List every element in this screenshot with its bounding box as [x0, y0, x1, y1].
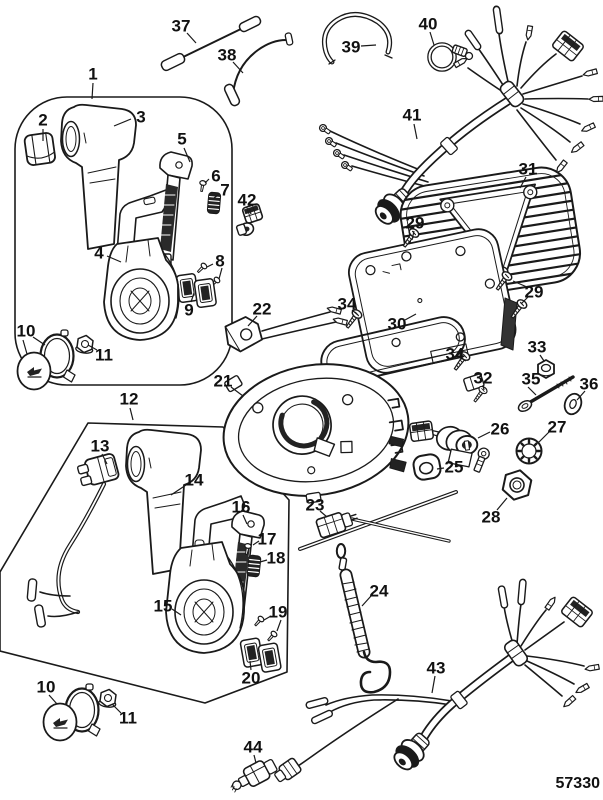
callout-18: 18 — [266, 548, 286, 568]
switch-22 — [224, 305, 348, 353]
callout-15: 15 — [153, 596, 173, 616]
screw-19a — [252, 614, 266, 629]
callout-3: 3 — [136, 107, 146, 127]
screw-19b — [265, 629, 279, 644]
callout-41: 41 — [402, 105, 422, 125]
callout-44: 44 — [243, 737, 263, 757]
callout-43: 43 — [426, 658, 446, 678]
ignition-switch-26 — [408, 420, 490, 473]
callout-11: 11 — [95, 345, 113, 365]
star-washer-27 — [515, 437, 543, 465]
cable-38 — [223, 32, 294, 107]
callout-26: 26 — [490, 419, 510, 439]
callout-34: 34 — [445, 344, 465, 364]
sensor-44 — [230, 758, 278, 793]
callout-10: 10 — [16, 321, 36, 341]
nut-11b — [97, 687, 119, 709]
switch-9b — [193, 277, 218, 309]
wiring-harness-41 — [317, 5, 603, 231]
callout-4: 4 — [94, 243, 104, 263]
callout-33: 33 — [527, 337, 547, 357]
nut-33 — [537, 359, 555, 379]
callout-36: 36 — [579, 374, 599, 394]
callout-6: 6 — [211, 166, 221, 186]
group-1-boundary — [14, 96, 233, 386]
cable-37 — [160, 15, 262, 72]
callout-24: 24 — [369, 581, 389, 601]
callout-34: 34 — [337, 294, 357, 314]
callout-35: 35 — [521, 369, 541, 389]
callout-12: 12 — [119, 389, 139, 409]
cap-disc-10b — [42, 702, 78, 742]
callout-8: 8 — [215, 251, 225, 271]
callout-13: 13 — [90, 436, 110, 456]
callout-42: 42 — [237, 190, 257, 210]
knob-2 — [23, 132, 56, 166]
callout-25: 25 — [444, 457, 464, 477]
cover-15 — [165, 541, 245, 654]
nut-11a — [74, 333, 96, 355]
callout-14: 14 — [184, 470, 204, 490]
rear-plate-edge — [500, 297, 518, 351]
callout-23: 23 — [305, 495, 325, 515]
callout-9: 9 — [184, 300, 194, 320]
lanyard-24 — [335, 543, 392, 694]
connector-23 — [315, 512, 358, 539]
switch-20b — [257, 641, 283, 674]
callout-32: 32 — [473, 368, 493, 388]
rear-plate — [348, 228, 517, 374]
callout-16: 16 — [231, 497, 251, 517]
nut-28 — [501, 469, 533, 501]
callout-19: 19 — [268, 602, 288, 622]
callout-17: 17 — [257, 529, 277, 549]
clamp-40 — [427, 42, 474, 72]
callout-22: 22 — [252, 299, 272, 319]
callout-10: 10 — [36, 677, 56, 697]
callout-29: 29 — [524, 282, 544, 302]
washer-36 — [563, 392, 583, 416]
callout-40: 40 — [418, 14, 438, 34]
screw-8a — [195, 261, 209, 275]
callout-31: 31 — [518, 159, 538, 179]
callout-29: 29 — [405, 213, 425, 233]
callout-37: 37 — [171, 16, 191, 36]
callout-27: 27 — [547, 417, 567, 437]
callout-5: 5 — [177, 129, 187, 149]
grommet-25 — [412, 453, 442, 481]
callout-7: 7 — [220, 180, 230, 200]
cap-disc-10a — [16, 351, 52, 391]
drawing-number: 57330 — [555, 775, 601, 792]
wiring-harness-43 — [274, 578, 600, 783]
spring-7 — [206, 191, 222, 215]
cable-loop-39 — [321, 12, 393, 65]
callout-20: 20 — [241, 668, 261, 688]
callout-28: 28 — [481, 507, 501, 527]
callout-39: 39 — [341, 37, 361, 57]
housing-21 — [222, 363, 410, 504]
callout-2: 2 — [38, 110, 48, 130]
connector-13 — [26, 453, 120, 628]
callout-11: 11 — [119, 708, 137, 728]
bolt-35 — [517, 375, 575, 413]
callout-21: 21 — [213, 371, 233, 391]
screw-6 — [197, 179, 208, 193]
callout-1: 1 — [88, 64, 98, 84]
spring-18 — [246, 554, 262, 578]
callout-38: 38 — [217, 45, 237, 65]
connector-42 — [235, 203, 264, 237]
callout-30: 30 — [387, 314, 407, 334]
